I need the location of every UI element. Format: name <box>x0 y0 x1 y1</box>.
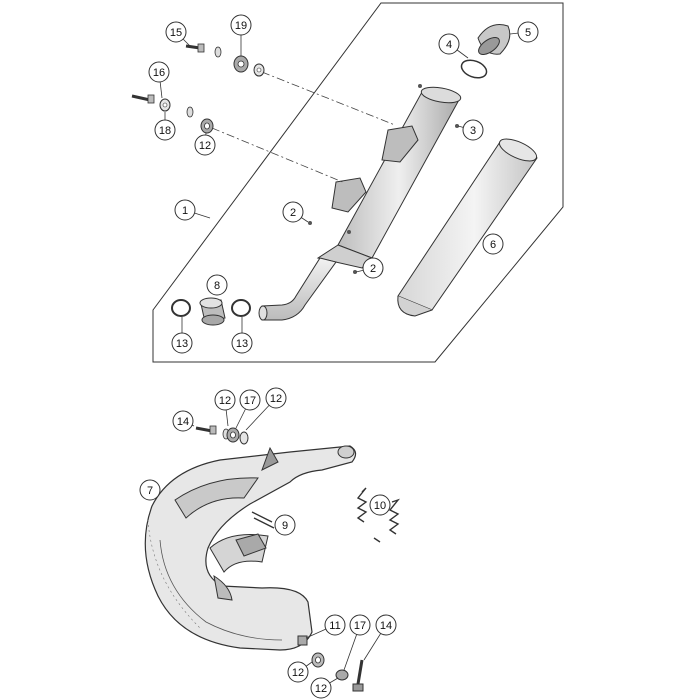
callout-c12d: 12 <box>287 661 313 683</box>
callout-c2a: 2 <box>282 201 309 223</box>
callout-bubble <box>482 233 504 255</box>
callout-bubble <box>230 14 252 36</box>
callout-c14b: 14 <box>363 614 397 661</box>
callout-c17a: 17 <box>235 389 261 429</box>
callout-bubble <box>462 119 484 141</box>
callout-c12a: 12 <box>194 132 216 156</box>
alignment-lines <box>211 71 396 184</box>
callout-bubble <box>517 21 539 43</box>
callout-bubble <box>324 614 346 636</box>
callout-number: 12 <box>219 395 231 407</box>
callout-number: 9 <box>282 520 288 532</box>
callout-bubble <box>172 410 194 432</box>
callout-bubble <box>139 479 161 501</box>
callout-number: 12 <box>292 667 304 679</box>
callout-bubble <box>310 677 332 699</box>
callout-bubble <box>214 389 236 411</box>
callout-c5: 5 <box>509 21 539 43</box>
callout-c11: 11 <box>305 614 346 639</box>
callout-bubble <box>287 661 309 683</box>
callout-number: 13 <box>176 338 188 350</box>
callout-c8: 8 <box>206 274 228 296</box>
callout-number: 12 <box>270 393 282 405</box>
callout-bubble <box>369 494 391 516</box>
callout-c1: 1 <box>174 199 211 221</box>
callout-c6: 6 <box>482 233 504 255</box>
callout-number: 14 <box>177 416 189 428</box>
callout-bubble <box>438 33 460 55</box>
callout-number: 17 <box>244 395 256 407</box>
callout-c14a: 14 <box>172 410 195 432</box>
hardware-lower <box>195 425 249 445</box>
callout-bubble <box>206 274 228 296</box>
callout-c17b: 17 <box>343 614 371 671</box>
callout-number: 6 <box>490 239 496 251</box>
callout-c12e: 12 <box>310 677 339 699</box>
callout-number: 15 <box>170 27 182 39</box>
callout-bubble <box>165 21 187 43</box>
callout-number: 3 <box>470 125 476 137</box>
callout-number: 1 <box>182 205 188 217</box>
callout-number: 4 <box>446 39 452 51</box>
callout-bubble <box>154 119 176 141</box>
callout-bubble <box>362 257 384 279</box>
silencer-sleeve <box>397 138 538 317</box>
callout-number: 2 <box>370 263 376 275</box>
callout-bubble <box>148 61 170 83</box>
callout-number: 12 <box>315 683 327 695</box>
callout-c13b: 13 <box>231 317 253 354</box>
callout-number: 19 <box>235 20 247 32</box>
callout-bubble <box>375 614 397 636</box>
callout-bubble <box>194 134 216 156</box>
callout-bubble <box>239 389 261 411</box>
end-cap <box>477 24 511 55</box>
callout-bubble <box>274 514 296 536</box>
callout-number: 8 <box>214 280 220 292</box>
callout-c9: 9 <box>274 514 296 536</box>
callout-bubble <box>231 332 253 354</box>
callout-bubble <box>349 614 371 636</box>
hardware-bottom <box>297 635 364 692</box>
callout-number: 12 <box>199 140 211 152</box>
assembly-frame <box>152 2 564 363</box>
callout-c12c: 12 <box>245 387 287 431</box>
callout-c13a: 13 <box>171 317 193 354</box>
callout-c7: 7 <box>139 479 161 501</box>
callout-bubble <box>265 387 287 409</box>
muffler-assembly <box>258 84 462 321</box>
callout-c12b: 12 <box>214 389 236 427</box>
callout-number: 2 <box>290 207 296 219</box>
callout-c16: 16 <box>148 61 170 99</box>
callout-number: 10 <box>374 500 386 512</box>
callout-number: 13 <box>236 338 248 350</box>
callout-number: 18 <box>159 125 171 137</box>
callout-c2b: 2 <box>355 257 384 279</box>
callout-c10: 10 <box>369 494 391 516</box>
clip <box>251 511 275 529</box>
callout-number: 5 <box>525 27 531 39</box>
o-ring <box>460 59 488 79</box>
callout-number: 14 <box>380 620 392 632</box>
callout-number: 16 <box>153 67 165 79</box>
callout-c3: 3 <box>457 119 484 141</box>
springs <box>356 487 401 543</box>
callout-number: 7 <box>147 485 153 497</box>
callout-c15: 15 <box>165 21 191 47</box>
callout-c4: 4 <box>438 33 469 59</box>
exhaust-header-pipe <box>144 445 357 651</box>
callout-c18: 18 <box>154 112 176 141</box>
callout-bubble <box>282 201 304 223</box>
callout-bubble <box>171 332 193 354</box>
callout-number: 11 <box>329 620 340 632</box>
callout-c19: 19 <box>230 14 252 56</box>
gaskets <box>171 297 251 326</box>
callout-number: 17 <box>354 620 366 632</box>
callout-bubble <box>174 199 196 221</box>
hardware-top <box>131 43 265 134</box>
